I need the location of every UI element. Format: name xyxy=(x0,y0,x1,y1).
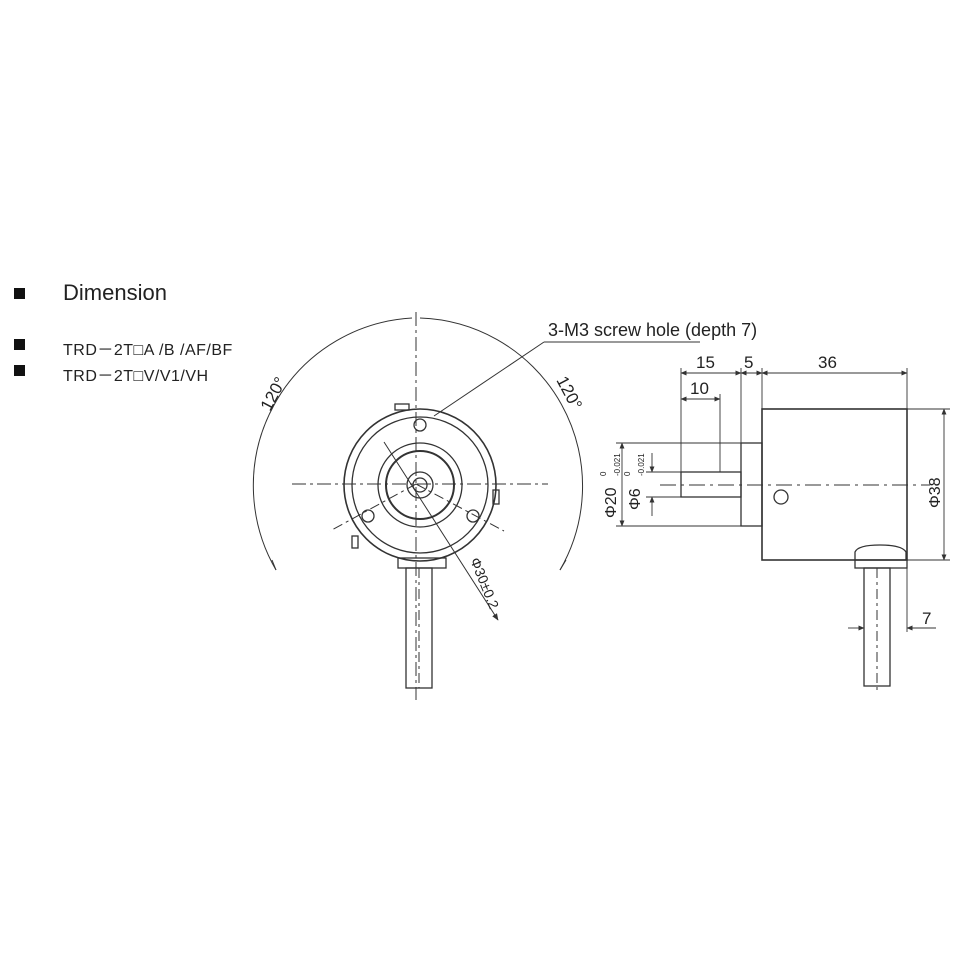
diameter-30-label: Φ30±0.2 xyxy=(467,555,502,611)
model-bullet-icon xyxy=(14,365,25,376)
shaft-core xyxy=(412,477,428,493)
encoder-body-ring xyxy=(351,416,489,554)
phi38-label: Φ38 xyxy=(927,477,944,508)
phi20-tol-upper: 0 xyxy=(599,471,608,476)
dim-7-label: 7 xyxy=(922,609,931,628)
cable-gland-side xyxy=(854,544,907,560)
angle-arc-right xyxy=(419,317,584,571)
front-view xyxy=(252,312,584,700)
phi6-tol-upper: 0 xyxy=(623,471,632,476)
angle-arc-left xyxy=(252,317,413,571)
screw-hole-note: 3-M3 screw hole (depth 7) xyxy=(548,320,757,340)
encoder-body-outer xyxy=(343,408,497,562)
screw-hole-left xyxy=(361,509,375,523)
phi6-label: Φ6 xyxy=(627,488,644,510)
heading-bullet-icon xyxy=(14,288,25,299)
dim-10-label: 10 xyxy=(690,379,709,398)
angle-left-label: 120° xyxy=(257,374,290,414)
phi20-label: Φ20 xyxy=(603,487,620,518)
screw-hole-right xyxy=(466,509,480,523)
side-view xyxy=(544,341,950,690)
dim-36-label: 36 xyxy=(818,353,837,372)
model-bullet-icon xyxy=(14,339,25,350)
model-label-2: TRD－2T□V/V1/VH xyxy=(63,368,209,385)
side-screw-hole xyxy=(773,489,789,505)
dim-5-label: 5 xyxy=(744,353,753,372)
flange-inner xyxy=(385,450,455,520)
model-label-1: TRD－2T□A /B /AF/BF xyxy=(63,342,233,359)
phi6-tol-lower: -0.021 xyxy=(637,453,646,476)
shaft-circle xyxy=(406,471,434,499)
angle-right-label: 120° xyxy=(552,373,585,413)
cable xyxy=(405,567,433,689)
screw-leader xyxy=(433,341,545,417)
dim-15-label: 15 xyxy=(696,353,715,372)
phi20-tol-lower: -0.021 xyxy=(613,453,622,476)
section-title: Dimension xyxy=(63,280,167,305)
flange-circle xyxy=(377,442,463,528)
screw-hole-top xyxy=(413,418,427,432)
cable-side xyxy=(854,559,908,569)
